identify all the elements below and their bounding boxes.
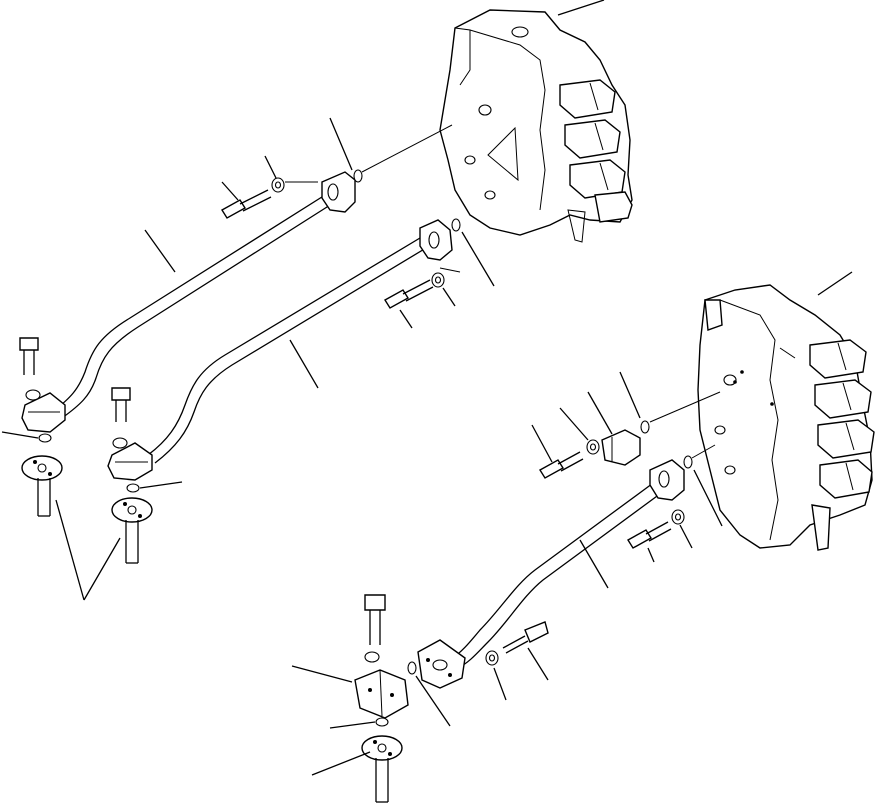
control-valve-upper: [439, 0, 633, 243]
o-ring: [683, 444, 723, 527]
flange-fitting: [111, 497, 153, 564]
bolt: [502, 621, 549, 681]
o-ring: [407, 661, 451, 727]
flange-block: [291, 665, 409, 719]
cover-plate: [587, 391, 641, 466]
washer: [671, 509, 693, 549]
flange-fitting: [311, 735, 403, 803]
washer: [485, 650, 507, 701]
washer: [25, 389, 380, 663]
o-ring: [451, 218, 495, 287]
o-ring: [329, 117, 453, 183]
washer: [431, 267, 461, 307]
bolt: [364, 594, 386, 645]
bolt: [531, 424, 584, 479]
bolt: [221, 181, 272, 219]
leader-lines: [55, 499, 121, 601]
bolt: [384, 279, 434, 329]
washer: [264, 155, 318, 193]
tube-upper-left: [21, 171, 356, 433]
washer: [559, 407, 600, 455]
tube-upper-right: [107, 219, 453, 481]
o-ring: [619, 371, 721, 434]
bolt: [19, 337, 39, 375]
flange-fitting: [21, 455, 63, 517]
control-valve-lower: [697, 271, 875, 551]
bolt: [627, 521, 672, 563]
o-ring: [1, 431, 389, 729]
bolt: [111, 387, 131, 422]
tube-lower: [417, 459, 685, 689]
